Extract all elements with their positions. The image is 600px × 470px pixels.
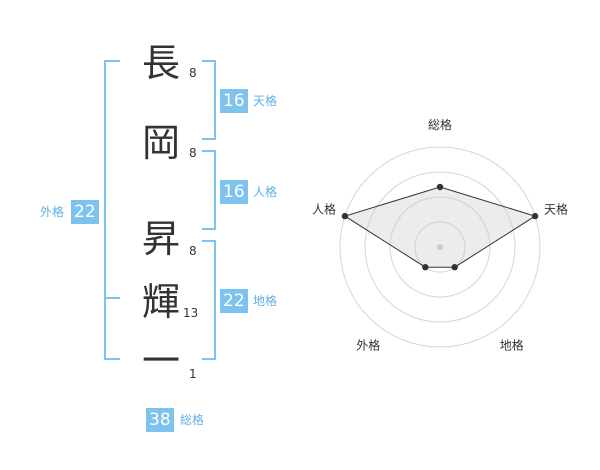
radar-ring-3 (364, 171, 516, 323)
gaikaku-bracket (104, 60, 120, 360)
radar-point-2 (531, 212, 539, 220)
radar-area (343, 186, 537, 268)
gaikaku-bracket-divider (104, 297, 120, 299)
name-char-5: 一 (141, 339, 180, 383)
stroke-count-4: 13 (183, 306, 199, 320)
radar-ring-1 (414, 221, 466, 273)
name-char-3: 昇 (141, 217, 180, 261)
name-char-1: 長 (141, 41, 180, 85)
stroke-count-3: 8 (189, 244, 197, 258)
name-char-4: 輝 (141, 280, 180, 324)
radar-center-dot (437, 244, 443, 250)
gaikaku-label: 外格 (40, 205, 65, 219)
radar-axis-label-2: 天格 (544, 201, 568, 216)
name-char-2: 岡 (141, 121, 180, 165)
soukaku-label: 総格 (180, 413, 205, 427)
chikaku-label: 地格 (253, 294, 278, 308)
stroke-count-2: 8 (189, 146, 197, 160)
radar-axis-label-1: 総格 (428, 117, 452, 132)
stroke-count-1: 8 (189, 66, 197, 80)
radar-axis-label-5: 人格 (312, 201, 336, 216)
jinkaku-bracket (202, 150, 216, 230)
jinkaku-label: 人格 (253, 185, 278, 199)
soukaku-value-badge: 38 (146, 408, 174, 432)
radar-axis-label-3: 地格 (500, 338, 524, 353)
gaikaku-value-badge: 22 (71, 200, 99, 224)
radar-point-1 (436, 183, 444, 191)
tenkaku-bracket (202, 60, 216, 140)
tenkaku-label: 天格 (253, 94, 278, 108)
jinkaku-value-badge: 16 (220, 180, 248, 204)
radar-point-3 (451, 264, 458, 271)
radar-ring-4 (339, 146, 541, 348)
radar-ring-2 (389, 196, 491, 298)
radar-point-5 (341, 212, 349, 220)
stroke-count-5: 1 (189, 367, 197, 381)
radar-axis-label-4: 外格 (356, 338, 380, 353)
chikaku-value-badge: 22 (220, 289, 248, 313)
chikaku-bracket (202, 240, 216, 360)
tenkaku-value-badge: 16 (220, 89, 248, 113)
radar-point-4 (422, 264, 429, 271)
